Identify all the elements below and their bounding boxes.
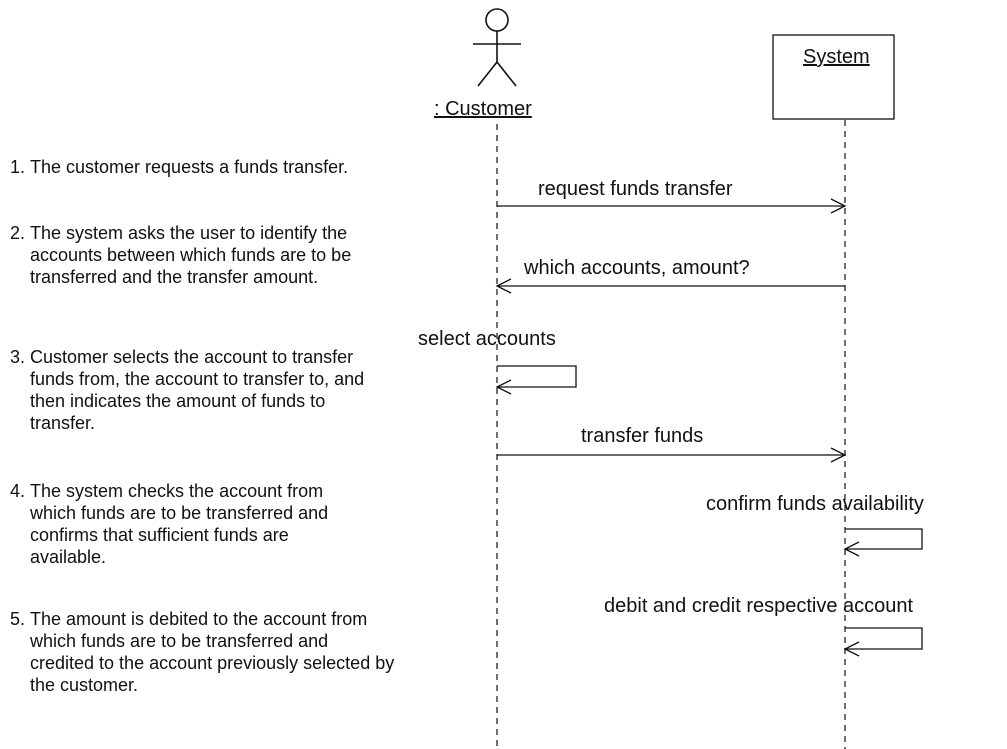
step-item: 5. The amount is debited to the account … (10, 608, 410, 696)
message-label: which accounts, amount? (523, 257, 750, 279)
step-item: 2. The system asks the user to identify … (10, 222, 410, 288)
step-item: 1. The customer requests a funds transfe… (10, 156, 410, 178)
step-text: Customer selects the account to transfer… (30, 347, 365, 433)
customer-actor-icon (473, 8, 521, 87)
self-message-arrow (843, 627, 923, 657)
message-label: confirm funds availability (706, 493, 924, 515)
step-number: 2. (10, 223, 26, 243)
system-object-label: System (803, 46, 870, 68)
step-number: 3. (10, 347, 26, 367)
self-message-arrow (495, 365, 577, 395)
message-label: select accounts (418, 328, 556, 350)
step-item: 4. The system checks the account from wh… (10, 480, 410, 568)
message-label: debit and credit respective account (604, 595, 914, 617)
step-number: 4. (10, 481, 26, 501)
message-arrow (497, 447, 847, 463)
step-text: The amount is debited to the account fro… (30, 609, 395, 695)
step-number: 5. (10, 609, 26, 629)
step-text: The system checks the account from which… (30, 481, 329, 567)
message-label: transfer funds (581, 425, 703, 447)
self-message-arrow (843, 528, 923, 557)
message-arrow (497, 198, 847, 214)
step-number: 1. (10, 157, 26, 177)
step-text: The customer requests a funds transfer. (30, 157, 349, 177)
step-text: The system asks the user to identify the… (30, 223, 352, 287)
message-label: request funds transfer (538, 178, 733, 200)
customer-actor-label: : Customer (434, 98, 532, 120)
step-item: 3. Customer selects the account to trans… (10, 346, 410, 434)
message-arrow (495, 278, 845, 294)
system-object-box (772, 34, 895, 120)
